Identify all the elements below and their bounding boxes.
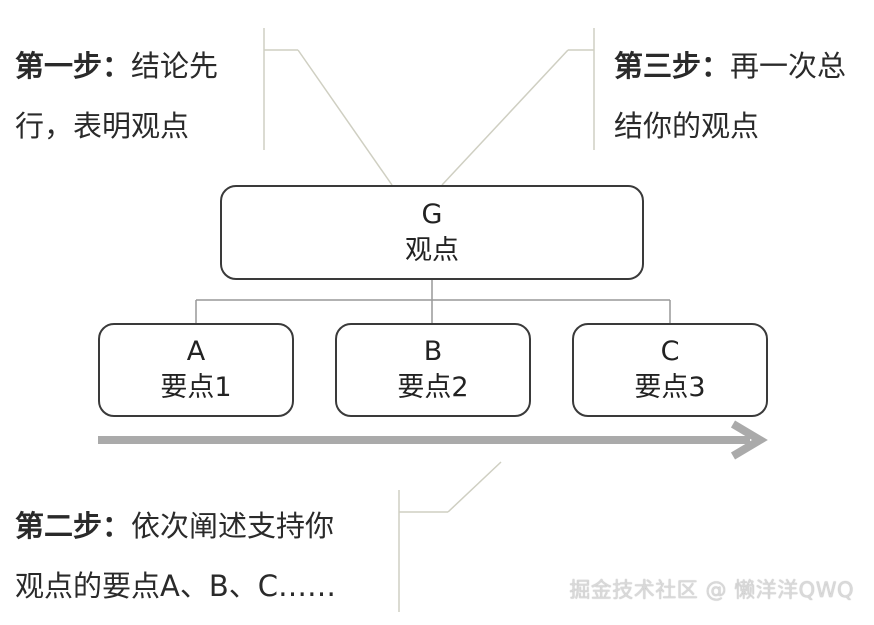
node-key-point-2-letter: B	[423, 336, 443, 367]
node-main-point: G 观点	[220, 185, 644, 280]
node-key-point-1-letter: A	[186, 336, 206, 367]
node-main-point-letter: G	[421, 198, 443, 230]
node-key-point-3-label: 要点3	[634, 372, 706, 403]
node-key-point-1: A 要点1	[98, 323, 294, 417]
step2-line2: 观点的要点A、B、C……	[15, 569, 336, 603]
node-key-point-3: C 要点3	[572, 323, 768, 417]
step1-line2: 行，表明观点	[15, 109, 190, 143]
step3-line1: 再一次总	[730, 49, 847, 83]
node-key-point-3-letter: C	[660, 336, 680, 367]
step3-callout-leader	[441, 49, 569, 186]
step2-label: 第二步：	[15, 509, 132, 543]
step1-callout-leader	[297, 49, 393, 186]
step1-line1: 结论先	[131, 49, 219, 83]
step2-line1: 依次阐述支持你	[131, 509, 335, 543]
progress-arrow-head	[730, 420, 768, 460]
node-key-point-2-label: 要点2	[397, 372, 469, 403]
node-key-point-2: B 要点2	[335, 323, 531, 417]
node-key-point-1-label: 要点1	[160, 372, 232, 403]
step1-label: 第一步：	[15, 49, 132, 83]
step3-label: 第三步：	[614, 49, 731, 83]
step3-line2: 结你的观点	[614, 109, 760, 143]
step3-text: 第三步：再一次总 结你的观点	[614, 36, 846, 156]
node-main-point-label: 观点	[405, 234, 459, 266]
step2-callout-leader	[447, 461, 502, 513]
step2-text: 第二步：依次阐述支持你 观点的要点A、B、C……	[15, 496, 336, 616]
step1-text: 第一步：结论先 行，表明观点	[15, 36, 218, 156]
watermark: 掘金技术社区 @ 懒洋洋QWQ	[569, 578, 854, 602]
